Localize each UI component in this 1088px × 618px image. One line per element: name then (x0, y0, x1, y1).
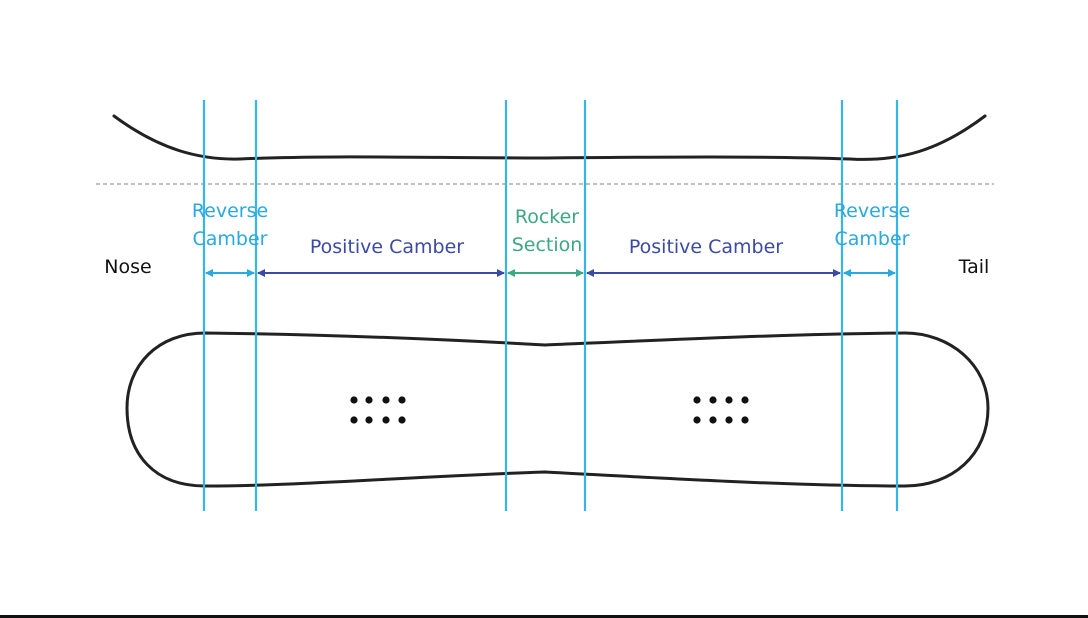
nose-label: Nose (104, 256, 152, 278)
positive-camber-left-label: Positive Camber (309, 236, 465, 258)
board-side-profile (112, 114, 987, 161)
zone-boundary-lines (202, 100, 899, 511)
board-top-view (125, 331, 990, 488)
tail-label: Tail (958, 256, 990, 278)
reverse-camber-right-line1: Reverse (833, 200, 911, 222)
positive-camber-right-label: Positive Camber (628, 236, 784, 258)
rocker-section-line2: Section (511, 234, 583, 256)
front-binding-inserts (350, 396, 406, 424)
reverse-camber-right-line2: Camber (834, 228, 910, 250)
reverse-camber-left-label: Reverse Camber (170, 197, 290, 253)
bottom-border (0, 615, 1088, 618)
rocker-section-line1: Rocker (514, 206, 580, 228)
rear-binding-inserts (693, 396, 749, 424)
reverse-camber-left-line2: Camber (192, 228, 268, 250)
rocker-section-label: Rocker Section (497, 203, 597, 259)
reverse-camber-right-label: Reverse Camber (812, 197, 932, 253)
reverse-camber-left-line1: Reverse (191, 200, 269, 222)
